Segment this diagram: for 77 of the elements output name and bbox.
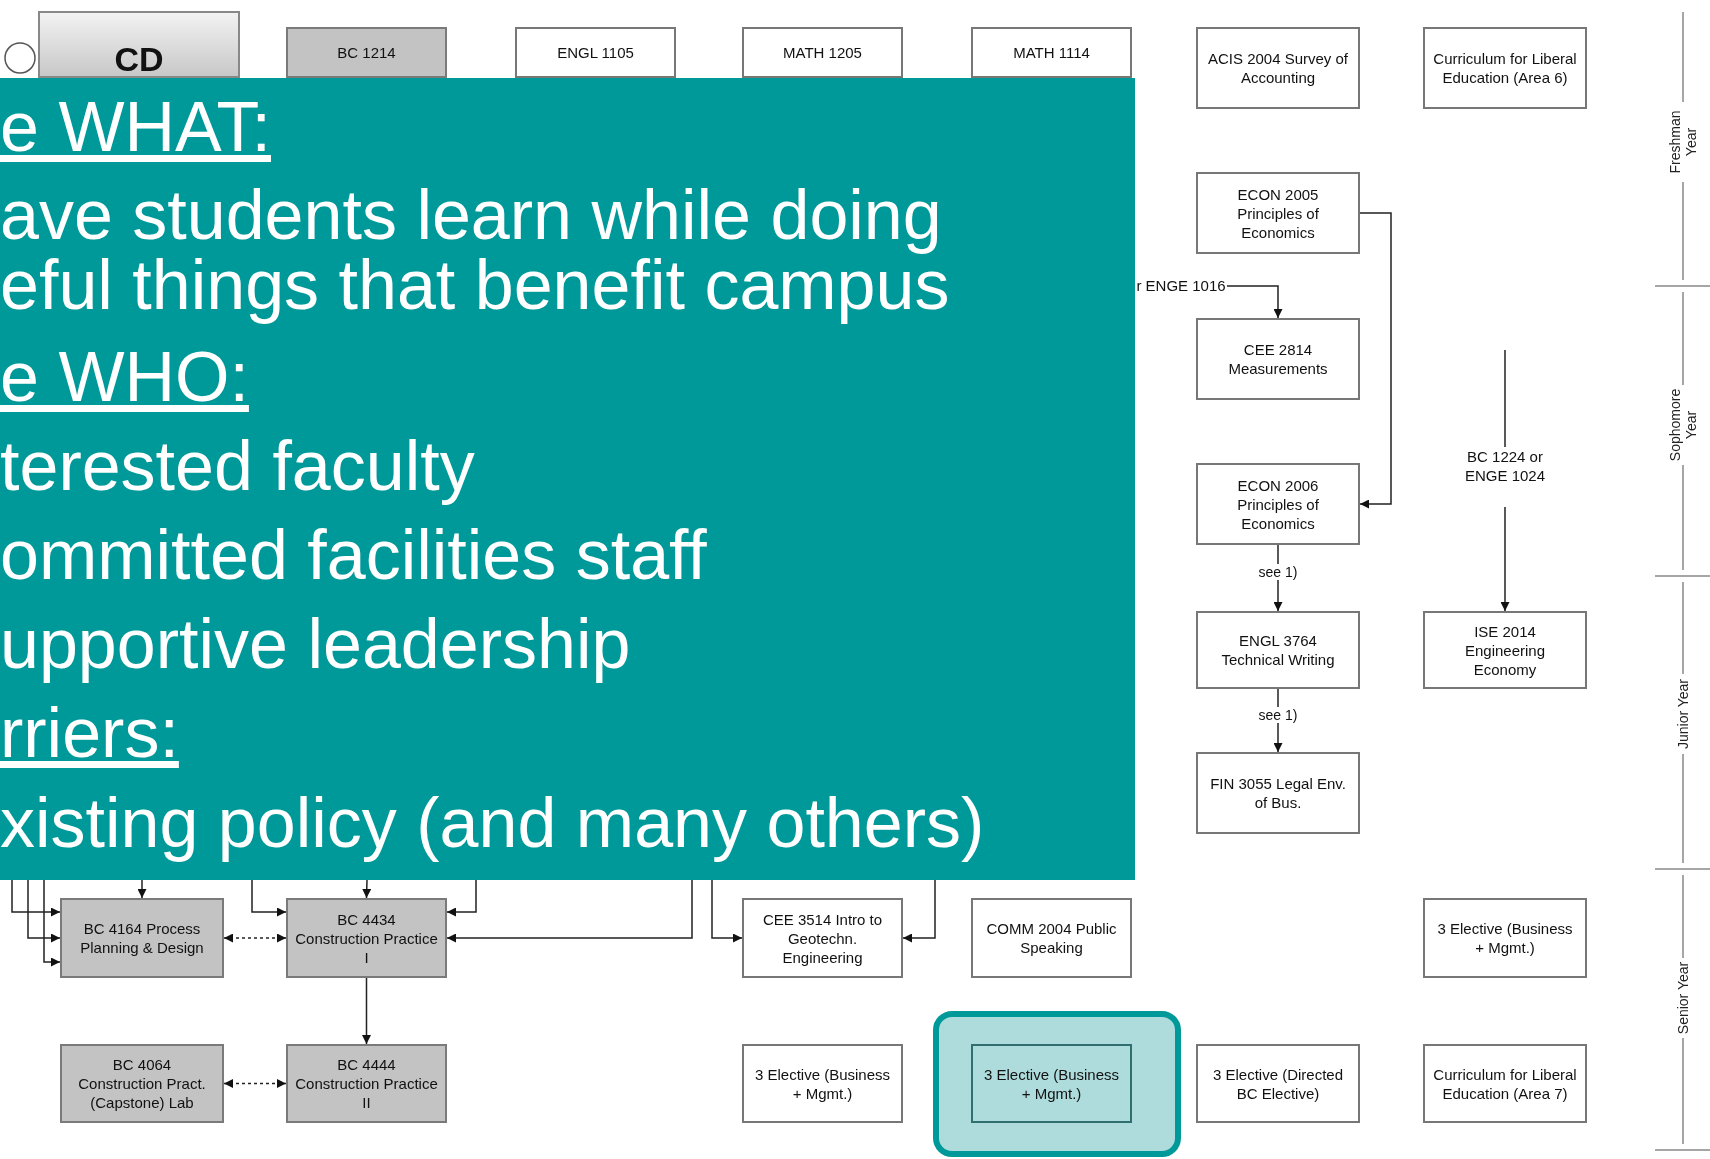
arrow xyxy=(902,879,936,943)
course-box xyxy=(1423,611,1587,689)
edge-label: see 1) xyxy=(1258,706,1298,723)
arrow xyxy=(43,879,61,967)
course-label: BC 1214 xyxy=(337,43,396,62)
course-label: ISE 2014 Engineering Economy xyxy=(1463,621,1547,679)
course-box xyxy=(742,1044,903,1123)
course-label: ENGL 3764 Technical Writing xyxy=(1220,631,1336,669)
course-label: 3 Elective (Business + Mgmt.) xyxy=(753,1064,892,1103)
year-label: Freshman Year xyxy=(1667,102,1699,182)
course-label: BC 4064 Construction Pract. (Capstone) Lab xyxy=(77,1055,207,1112)
arrow xyxy=(446,879,477,917)
arrow xyxy=(11,879,61,917)
arrow xyxy=(362,977,371,1045)
course-box xyxy=(1196,172,1360,254)
arrow xyxy=(446,879,693,943)
arrow xyxy=(251,879,287,917)
course-box xyxy=(1196,752,1360,834)
course-box xyxy=(286,1044,447,1123)
arrow xyxy=(1500,506,1510,612)
course-label: BC 4164 Process Planning & Design xyxy=(79,919,205,957)
course-label: Curriculum for Liberal Education (Area 7) xyxy=(1433,1064,1577,1103)
course-label: CEE 2814 Measurements xyxy=(1227,340,1329,378)
arrow xyxy=(1359,212,1392,509)
course-label: MATH 1205 xyxy=(783,43,862,62)
course-label: 3 Elective (Business + Mgmt.) xyxy=(982,1064,1121,1103)
year-label: Junior Year xyxy=(1675,674,1691,754)
course-label: COMM 2004 Public Speaking xyxy=(985,919,1118,957)
course-box xyxy=(286,898,447,978)
panel-text: ommitted facilities staff xyxy=(0,520,707,590)
course-label: ENGL 1105 xyxy=(557,43,634,62)
course-label: ACIS 2004 Survey of Accounting xyxy=(1206,49,1350,87)
year-label: Senior Year xyxy=(1675,958,1691,1038)
node-label: BC 1224 or ENGE 1024 xyxy=(1464,448,1546,484)
year-label: Sophomore Year xyxy=(1667,385,1699,465)
course-label: FIN 3055 Legal Env. of Bus. xyxy=(1209,774,1347,812)
course-label: BC 4434 Construction Practice I xyxy=(294,909,439,967)
course-label: ECON 2005 Principles of Economics xyxy=(1236,184,1320,242)
course-label: CEE 3514 Intro to Geotechn. Engineering xyxy=(761,909,884,967)
arrow xyxy=(27,879,61,943)
course-box xyxy=(515,27,676,78)
course-box xyxy=(1196,27,1360,109)
course-box xyxy=(1196,318,1360,400)
course-box xyxy=(971,1044,1132,1123)
course-box xyxy=(286,27,447,78)
course-box xyxy=(1196,1044,1360,1123)
course-label: MATH 1114 xyxy=(1013,43,1090,62)
course-box xyxy=(1423,27,1587,109)
course-label: 3 Elective (Business + Mgmt.) xyxy=(1436,919,1574,957)
panel-heading: e WHAT: xyxy=(0,92,271,162)
text-panel xyxy=(0,78,1135,880)
course-box xyxy=(1196,463,1360,545)
course-label: Curriculum for Liberal Education (Area 6) xyxy=(1433,49,1577,87)
course-box xyxy=(742,898,903,978)
course-box xyxy=(60,1044,224,1123)
connector-line xyxy=(1504,349,1506,448)
arrow xyxy=(1226,285,1283,319)
header-box xyxy=(38,11,240,78)
course-box xyxy=(1196,611,1360,689)
arrow xyxy=(223,933,287,943)
panel-heading: e WHO: xyxy=(0,342,249,412)
header-label: CD xyxy=(114,41,164,76)
course-label: BC 4444 Construction Practice II xyxy=(294,1055,439,1112)
course-box xyxy=(60,898,224,978)
course-box xyxy=(971,27,1132,78)
course-box xyxy=(1423,898,1587,978)
edge-label: see 1) xyxy=(1258,564,1298,580)
course-label: ECON 2006 Principles of Economics xyxy=(1236,475,1320,533)
course-box xyxy=(1423,1044,1587,1123)
arrow xyxy=(711,879,743,943)
course-label: 3 Elective (Directed BC Elective) xyxy=(1211,1064,1345,1103)
arrow xyxy=(137,879,147,899)
arrow xyxy=(223,1079,287,1088)
course-box xyxy=(971,898,1132,978)
arrow xyxy=(362,879,372,899)
panel-heading: rriers: xyxy=(0,698,179,768)
course-box xyxy=(742,27,903,78)
